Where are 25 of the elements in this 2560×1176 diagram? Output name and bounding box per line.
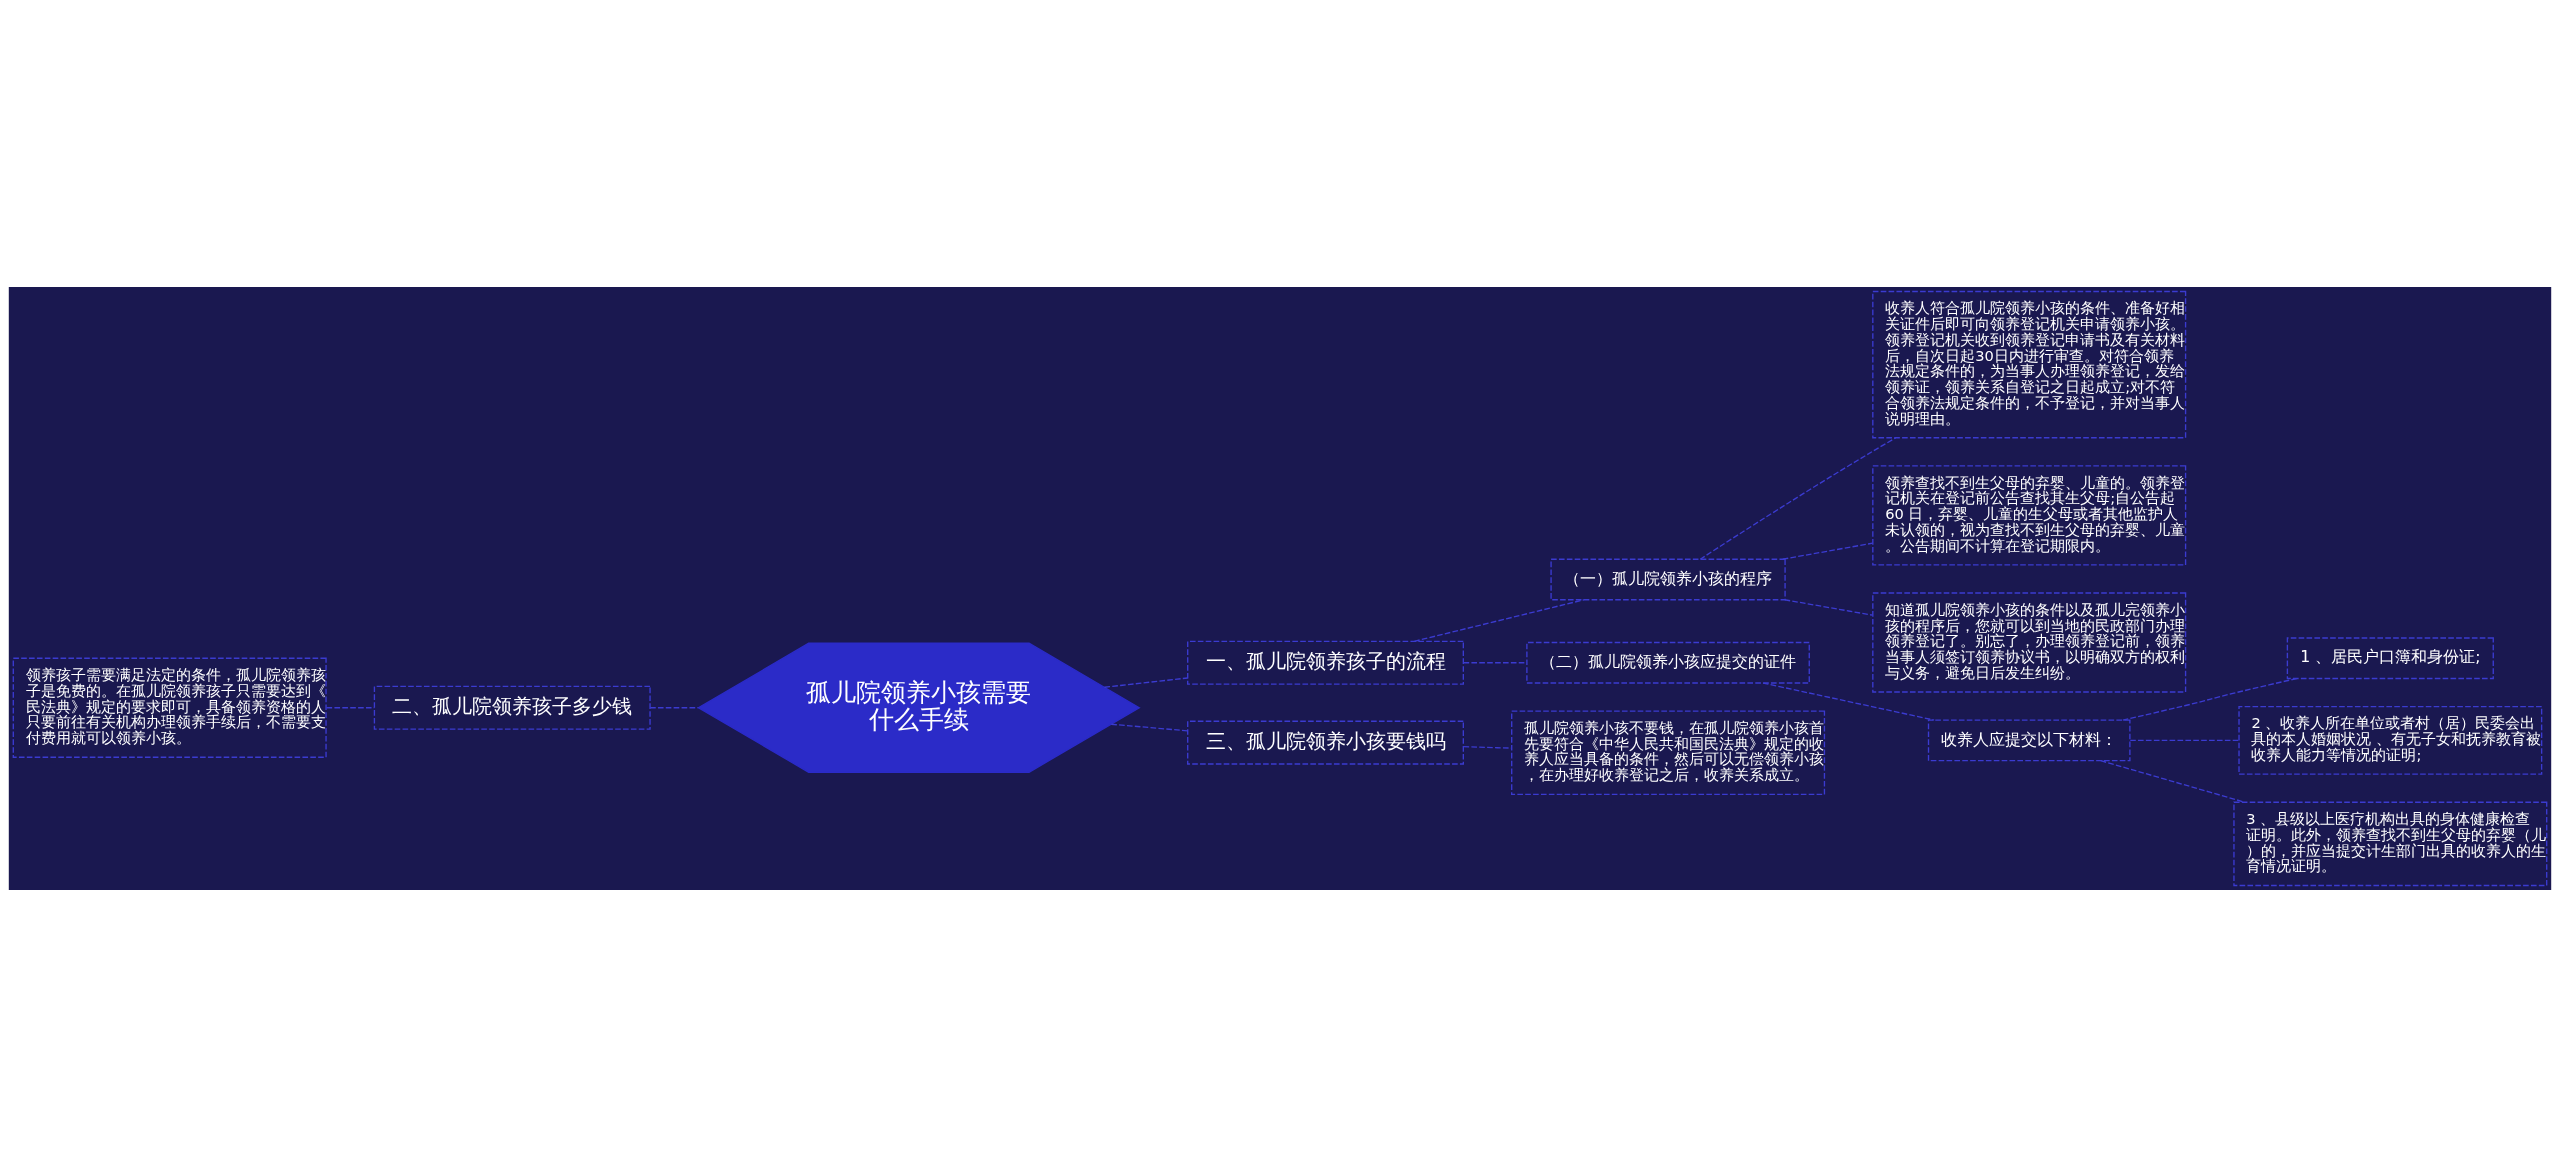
node-box: 领养查找不到生父母的弃婴、儿童的。领养登记机关在登记前公告查找其生父母;自公告起60 日，弃婴、儿童的生父母或者其他监护人未认领的，视为查找不到生父母的弃婴、儿童。公告期间不计算在登记期限内。 xyxy=(1872,464,2187,566)
connector xyxy=(1699,436,1897,560)
node-box: （二）孤儿院领养小孩应提交的证件 xyxy=(1526,641,1810,684)
connector xyxy=(1782,541,1874,560)
node-box: 一、孤儿院领养孩子的流程 xyxy=(1187,640,1464,685)
node-box: （一）孤儿院领养小孩的程序 xyxy=(1550,558,1786,600)
connector xyxy=(1110,723,1189,731)
node-box: 三、孤儿院领养小孩要钱吗 xyxy=(1187,720,1464,765)
connector xyxy=(2100,759,2246,803)
node-box: 1 、居民户口簿和身份证; xyxy=(2286,636,2494,679)
node-box: 知道孤儿院领养小孩的条件以及孤儿完领养小孩的程序后，您就可以到当地的民政部门办理领养登记了。别忘了，办理领养登记前，领养当事人须签订领养协议书，以明确双方的权利与义务，避免日后发生纠纷。 xyxy=(1872,591,2187,693)
node-box: 3 、县级以上医疗机构出具的身体健康检查证明。此外，领养查找不到生父母的弃婴（儿）的，并应当提交计生部门出具的收养人的生育情况证明。 xyxy=(2233,801,2548,886)
node-box: 二、孤儿院领养孩子多少钱 xyxy=(373,685,651,730)
node-box: 收养人应提交以下材料： xyxy=(1927,718,2131,761)
node-box: 收养人符合孤儿院领养小孩的条件、准备好相关证件后即可向领养登记机关申请领养小孩。领养登记机关收到领养登记申请书及有关材料后，自次日起30日内进行审查。对符合领养法规定条件的，为当事人办理领养登记，发给领养证，领养关系自登记之日起成立;对不符合领养法规定条件的，不予登记，并对当事人说明理由。 xyxy=(1872,290,2187,438)
connector xyxy=(1413,598,1585,642)
connector xyxy=(2129,739,2240,741)
connector xyxy=(1103,676,1189,688)
node-box: 孤儿院领养小孩不要钱，在孤儿院领养小孩首先要符合《中华人民共和国民法典》规定的收养人应当具备的条件，然后可以无偿领养小孩，在办理好收养登记之后，收养关系成立。 xyxy=(1511,709,1826,795)
connector xyxy=(1462,745,1512,749)
connector xyxy=(325,706,375,708)
connector xyxy=(2122,677,2298,721)
connector xyxy=(1784,598,1874,616)
node-box: 2 、收养人所在单位或者村（居）民委会出具的本人婚姻状况 、有无子女和抚养教育被收养人能力等情况的证明; xyxy=(2238,705,2543,775)
node-box: 领养孩子需要满足法定的条件，孤儿院领养孩子是免费的。在孤儿院领养孩子只需要达到《民法典》规定的要求即可，具备领养资格的人只要前往有关机构办理领养手续后，不需要支付费用就可以领养小孩。 xyxy=(12,657,327,758)
